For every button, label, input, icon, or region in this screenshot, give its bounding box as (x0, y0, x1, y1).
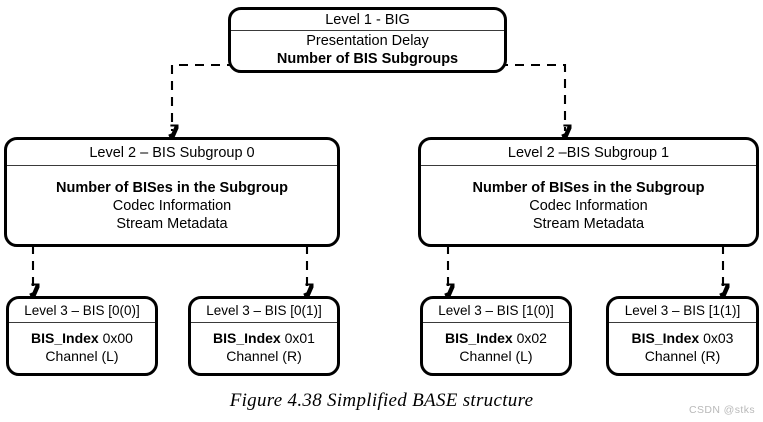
level3-bis-1-0-index-label: BIS_Index (445, 330, 513, 347)
connector-big-to-subgroup-0 (172, 63, 236, 131)
level1-row-presentation-delay: Presentation Delay (306, 32, 429, 49)
level3-bis-1-0-channel: Channel (L) (459, 348, 533, 364)
level3-bis-0-1-header: Level 3 – BIS [0(1)] (191, 299, 337, 323)
level3-bis-0-1-index: BIS_Index 0x01 (213, 330, 315, 348)
level3-bis-1-1-body: BIS_Index 0x03 Channel (R) (609, 323, 756, 373)
level3-bis-0-0-channel: Channel (L) (45, 348, 119, 364)
watermark: CSDN @stks (689, 404, 755, 416)
node-level2-bis-subgroup-1: Level 2 –BIS Subgroup 1 Number of BISes … (418, 137, 759, 247)
level3-bis-1-1-index-value: 0x03 (703, 330, 734, 347)
level3-bis-0-0-index: BIS_Index 0x00 (31, 330, 133, 348)
level3-bis-1-1-index: BIS_Index 0x03 (632, 330, 734, 348)
level3-bis-0-1-channel: Channel (R) (226, 348, 302, 364)
level3-bis-1-0-header: Level 3 – BIS [1(0)] (423, 299, 569, 323)
node-level3-bis-0-1: Level 3 – BIS [0(1)] BIS_Index 0x01 Chan… (188, 296, 340, 376)
level2-subgroup-0-row-codec-information: Codec Information (112, 197, 232, 214)
level1-row-number-of-bis-subgroups: Number of BIS Subgroups (276, 51, 459, 67)
level2-subgroup-1-row-codec-information: Codec Information (529, 197, 648, 214)
node-level1-big: Level 1 - BIG Presentation Delay Number … (228, 7, 507, 73)
level2-subgroup-1-row-stream-metadata: Stream Metadata (532, 216, 645, 233)
level3-bis-1-0-index: BIS_Index 0x02 (445, 330, 547, 348)
level3-bis-0-0-index-label: BIS_Index (31, 330, 99, 347)
level3-bis-1-0-index-value: 0x02 (516, 330, 547, 347)
level3-bis-1-0-body: BIS_Index 0x02 Channel (L) (423, 323, 569, 373)
level2-subgroup-0-header: Level 2 – BIS Subgroup 0 (7, 140, 337, 166)
level1-header: Level 1 - BIG (231, 10, 504, 31)
level3-bis-0-1-index-label: BIS_Index (213, 330, 281, 347)
node-level3-bis-1-1: Level 3 – BIS [1(1)] BIS_Index 0x03 Chan… (606, 296, 759, 376)
level3-bis-1-1-channel: Channel (R) (644, 348, 721, 364)
level2-subgroup-1-row-number-of-bises: Number of BISes in the Subgroup (472, 179, 705, 196)
level2-subgroup-0-row-number-of-bises: Number of BISes in the Subgroup (55, 179, 288, 196)
level2-subgroup-0-body: Number of BISes in the Subgroup Codec In… (7, 166, 337, 244)
level2-subgroup-0-row-stream-metadata: Stream Metadata (116, 216, 228, 233)
level3-bis-1-1-index-label: BIS_Index (631, 330, 700, 347)
connector-big-to-subgroup-1 (499, 63, 565, 131)
level3-bis-0-0-header: Level 3 – BIS [0(0)] (9, 299, 155, 323)
level3-bis-0-0-body: BIS_Index 0x00 Channel (L) (9, 323, 155, 373)
level2-subgroup-1-body: Number of BISes in the Subgroup Codec In… (421, 166, 756, 244)
level3-bis-0-1-index-value: 0x01 (284, 330, 315, 347)
node-level2-bis-subgroup-0: Level 2 – BIS Subgroup 0 Number of BISes… (4, 137, 340, 247)
node-level3-bis-1-0: Level 3 – BIS [1(0)] BIS_Index 0x02 Chan… (420, 296, 572, 376)
level1-body: Presentation Delay Number of BIS Subgrou… (231, 31, 504, 70)
level2-subgroup-1-header: Level 2 –BIS Subgroup 1 (421, 140, 756, 166)
node-level3-bis-0-0: Level 3 – BIS [0(0)] BIS_Index 0x00 Chan… (6, 296, 158, 376)
level3-bis-0-1-body: BIS_Index 0x01 Channel (R) (191, 323, 337, 373)
level3-bis-1-1-header: Level 3 – BIS [1(1)] (609, 299, 756, 323)
figure-caption: Figure 4.38 Simplified BASE structure (229, 390, 534, 411)
level3-bis-0-0-index-value: 0x00 (102, 330, 133, 347)
